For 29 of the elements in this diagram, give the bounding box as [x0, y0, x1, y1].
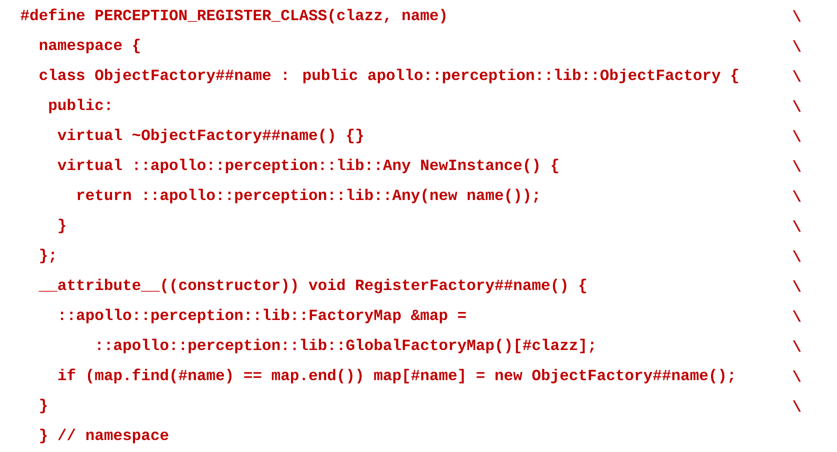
code-line: #define PERCEPTION_REGISTER_CLASS(clazz, name) — [20, 8, 446, 24]
line-continuation: \ — [792, 10, 801, 22]
code-line: virtual ~ObjectFactory##name() {} — [58, 128, 363, 144]
code-line: } // namespace — [40, 428, 168, 444]
code-line: class ObjectFactory##name : public apollo::perception::lib::ObjectFactory { — [40, 68, 738, 84]
code-line: ::apollo::perception::lib::FactoryMap &map = — [60, 308, 466, 324]
code-line: ::apollo::perception::lib::GlobalFactoryMap()[#clazz]; — [98, 338, 594, 354]
code-line: return ::apollo::perception::lib::Any(new name()); — [78, 188, 538, 204]
line-continuation: \ — [792, 280, 801, 292]
line-continuation: \ — [792, 250, 801, 262]
line-continuation: \ — [792, 220, 801, 232]
line-continuation: \ — [792, 310, 801, 322]
line-continuation: \ — [792, 190, 801, 202]
line-continuation: \ — [792, 40, 801, 52]
code-line: __attribute__((constructor)) void RegisterFactory##name() { — [38, 278, 586, 294]
line-continuation: \ — [792, 400, 801, 412]
line-continuation: \ — [792, 130, 801, 142]
code-line: if (map.find(#name) == map.end()) map[#name] = new ObjectFactory##name(); — [58, 368, 734, 384]
code-line: virtual ::apollo::perception::lib::Any NewInstance() { — [58, 158, 558, 174]
line-continuation: \ — [792, 160, 801, 172]
line-continuation: \ — [792, 370, 801, 382]
code-line: } — [58, 218, 66, 234]
code-line: } — [40, 398, 47, 414]
code-line: public: — [49, 98, 110, 114]
line-continuation: \ — [792, 100, 801, 112]
line-continuation: \ — [792, 340, 801, 352]
line-continuation: \ — [792, 70, 801, 82]
code-line: namespace { — [40, 38, 140, 54]
code-line: }; — [40, 248, 54, 264]
